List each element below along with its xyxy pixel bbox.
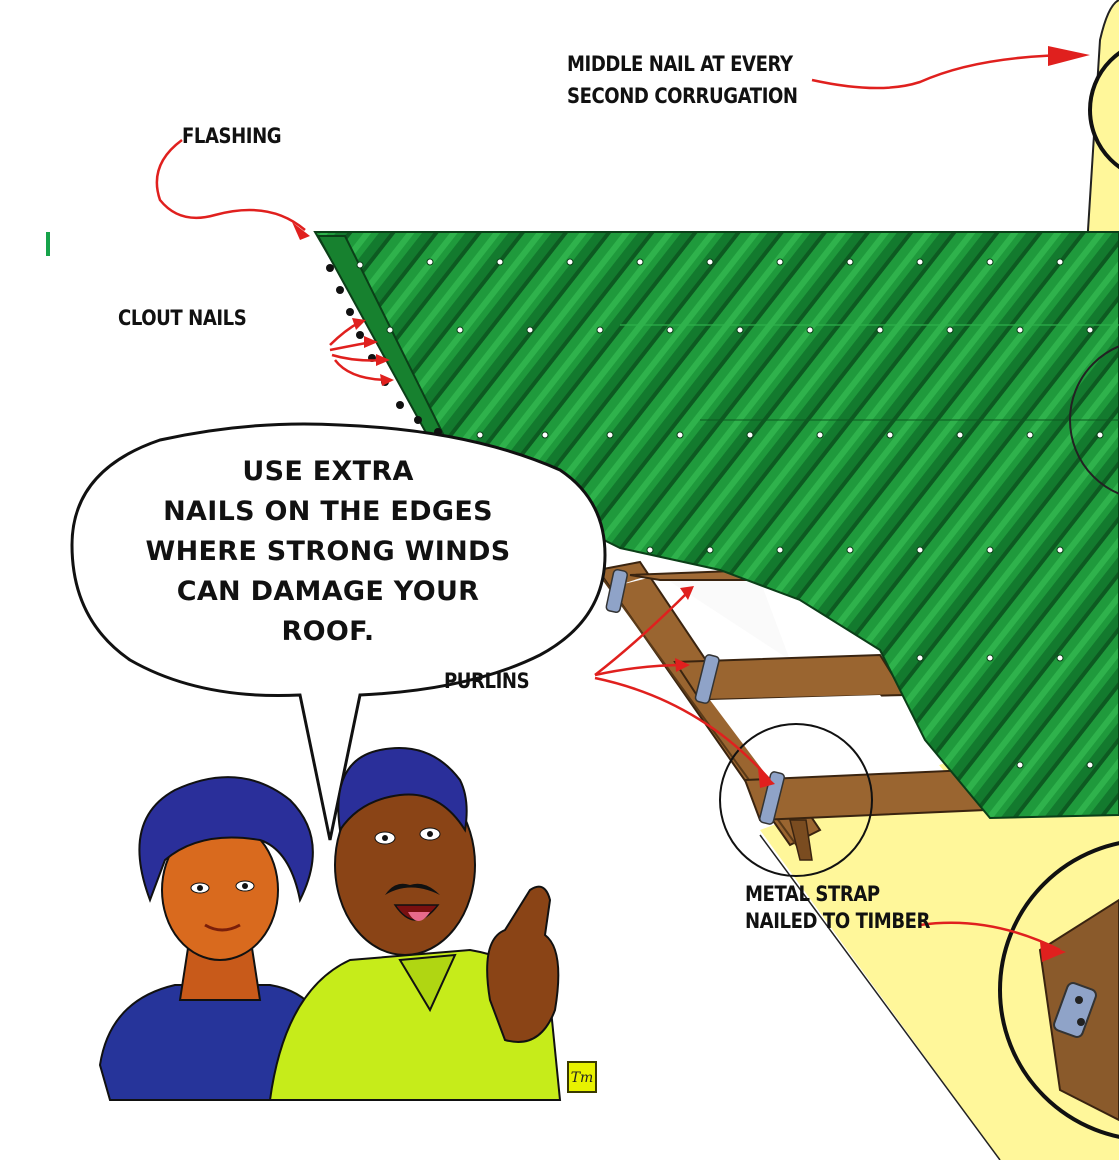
metal-strap-label-line2: NAILED TO TIMBER bbox=[745, 905, 930, 937]
bubble-line: USE EXTRA bbox=[118, 452, 538, 492]
bubble-line: ROOF. bbox=[118, 612, 538, 652]
artist-signature: Tm bbox=[567, 1061, 597, 1093]
middle-nail-label-line2: SECOND CORRUGATION bbox=[567, 80, 798, 112]
bubble-line: WHERE STRONG WINDS bbox=[118, 532, 538, 572]
purlins-label: PURLINS bbox=[444, 665, 529, 697]
clout-nails-label: CLOUT NAILS bbox=[118, 302, 246, 334]
speech-bubble-text: USE EXTRA NAILS ON THE EDGES WHERE STRON… bbox=[118, 452, 538, 652]
bubble-line: NAILS ON THE EDGES bbox=[118, 492, 538, 532]
man-character bbox=[270, 748, 560, 1100]
bubble-line: CAN DAMAGE YOUR bbox=[118, 572, 538, 612]
flashing-label: FLASHING bbox=[182, 120, 281, 152]
middle-nail-label-line1: MIDDLE NAIL AT EVERY bbox=[567, 48, 793, 80]
